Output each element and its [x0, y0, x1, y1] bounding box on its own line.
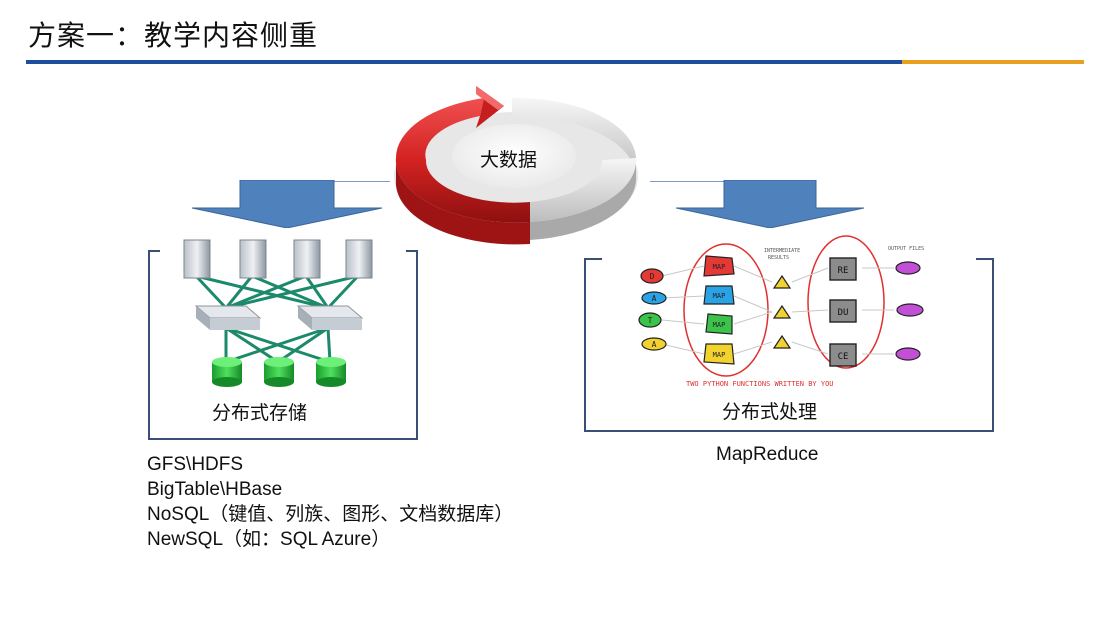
map-label-1: MAP — [713, 263, 726, 271]
page-title: 方案一：教学内容侧重 — [28, 19, 319, 52]
processing-panel-label: 分布式处理 — [722, 401, 818, 423]
title-rule-orange — [902, 60, 1084, 64]
input-label-d: D — [650, 272, 655, 281]
list-item: NewSQL（如：SQL Azure） — [147, 529, 391, 550]
sketch-caption: TWO PYTHON FUNCTIONS WRITTEN BY YOU — [686, 380, 834, 388]
title-rule-blue — [26, 60, 902, 64]
list-item: GFS\HDFS — [147, 454, 244, 475]
reduce-label-1: RE — [838, 266, 849, 276]
connector-left — [304, 181, 390, 182]
mapreduce-sketch-icon: D A T A MAP MAP MAP MAP INTERMEDIATE RES… — [638, 235, 924, 388]
center-label: 大数据 — [480, 149, 538, 171]
connector-right — [650, 181, 736, 182]
down-arrow-left-icon — [192, 180, 382, 228]
storage-panel — [148, 250, 418, 440]
processing-panel — [584, 258, 994, 432]
map-label-2: MAP — [713, 292, 726, 300]
reduce-label-2: DU — [838, 308, 849, 318]
storage-list: GFS\HDFS BigTable\HBase NoSQL（键值、列族、图形、文… — [147, 452, 513, 552]
processing-caption: MapReduce — [716, 444, 819, 465]
intermediate-label-1: INTERMEDIATE — [764, 248, 800, 254]
list-item: BigTable\HBase — [147, 479, 283, 500]
map-label-3: MAP — [713, 321, 726, 329]
input-label-a: A — [652, 294, 657, 303]
map-label-4: MAP — [713, 351, 726, 359]
storage-panel-label: 分布式存储 — [212, 402, 308, 424]
reduce-label-3: CE — [838, 352, 849, 362]
input-label-a2: A — [652, 340, 657, 349]
intermediate-label-2: RESULTS — [768, 255, 789, 261]
cycle-ring-icon — [394, 86, 638, 245]
output-files-label: OUTPUT FILES — [888, 246, 924, 252]
input-label-t: T — [648, 316, 653, 325]
server-network-icon — [183, 239, 373, 387]
down-arrow-right-icon — [676, 180, 864, 228]
list-item: NoSQL（键值、列族、图形、文档数据库） — [147, 504, 514, 525]
